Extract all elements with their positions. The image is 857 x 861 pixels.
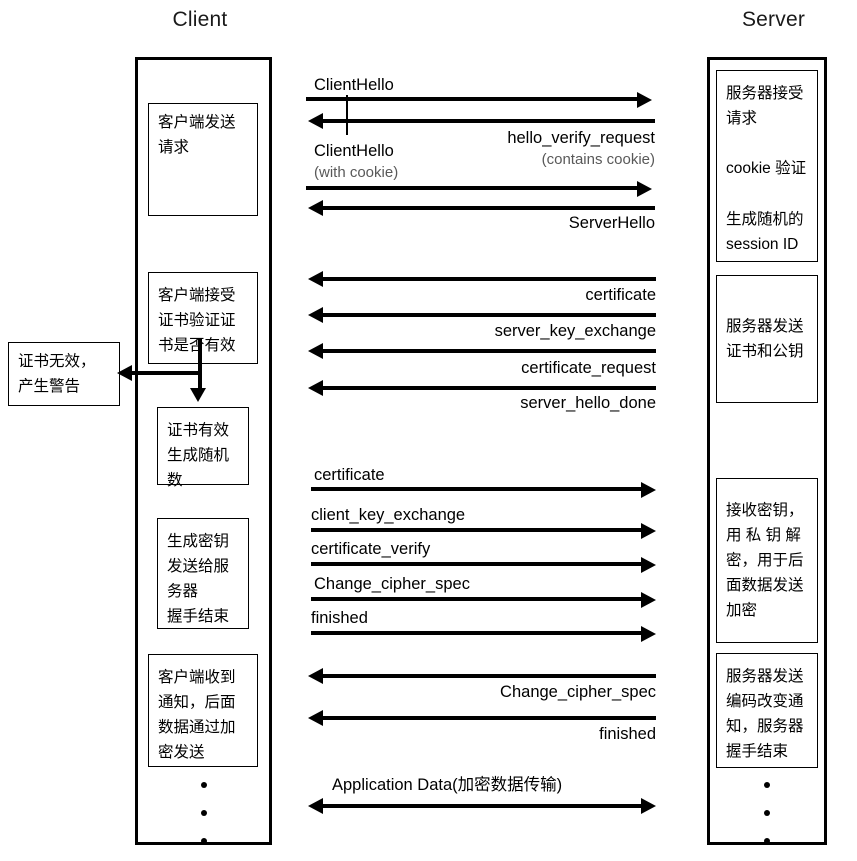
dot — [200, 810, 207, 816]
msg-arrow-certificate-s — [322, 277, 656, 281]
msg-label-certificate-s: certificate — [585, 286, 656, 304]
arrowhead-right-icon — [637, 92, 652, 108]
msg-label-change-cipher-spec-s: Change_cipher_spec — [500, 683, 656, 701]
arrowhead-right-icon — [637, 181, 652, 197]
msg-arrow-change-cipher-spec-c — [311, 597, 645, 601]
msg-label-certificate-verify: certificate_verify — [311, 540, 431, 558]
arrowhead-right-icon — [641, 626, 656, 642]
msg-label-serverhello: ServerHello — [568, 214, 655, 232]
msg-label-server-hello-done: server_hello_done — [520, 394, 656, 412]
client-box-received-notice: 客户端收到 通知，后面 数据通过加 密发送 — [148, 654, 258, 767]
msg-arrow-hello-verify-request — [322, 119, 655, 123]
msg-label-certificate-c: certificate — [314, 466, 385, 484]
msg-label-client-key-exchange: client_key_exchange — [311, 506, 466, 524]
client-box-cert-invalid-alert: 证书无效， 产生警告 — [8, 342, 120, 406]
msg-arrow-change-cipher-spec-s — [322, 674, 656, 678]
server-box-accept-request: 服务器接受 请求 cookie 验证 生成随机的 session ID — [716, 70, 818, 262]
msg-arrow-application-data — [322, 804, 644, 808]
server-box-send-cert: 服务器发送 证书和公钥 — [716, 275, 818, 403]
arrowhead-left-icon — [308, 710, 323, 726]
arrowhead-right-icon — [641, 482, 656, 498]
client-box-cert-valid: 证书有效 生成随机 数 — [157, 407, 249, 489]
client-box-send-request: 客户端发送 请求 — [148, 103, 258, 216]
msg-arrow-server-hello-done — [322, 386, 656, 390]
dot — [200, 838, 207, 844]
arrowhead-left-icon — [308, 200, 323, 216]
client-box-gen-key: 生成密钥 发送给服 务器 握手结束 — [157, 518, 249, 629]
client-continuation-dots — [135, 782, 272, 844]
msg-arrow-certificate-verify — [311, 562, 645, 566]
dot — [200, 782, 207, 788]
msg-arrow-certificate-c — [311, 487, 645, 491]
cert-invalid-arrowhead-icon — [117, 365, 132, 381]
dot — [764, 838, 770, 844]
arrowhead-right-icon — [641, 592, 656, 608]
msg-arrow-clienthello-1 — [306, 97, 642, 101]
msg-label-finished-s: finished — [599, 725, 656, 743]
server-continuation-dots — [707, 782, 827, 844]
msg-sublabel-clienthello-2: (with cookie) — [314, 164, 399, 181]
msg-arrow-certificate-request — [322, 349, 656, 353]
arrowhead-left-icon — [308, 380, 323, 396]
msg-label-clienthello-1: ClientHello — [314, 76, 394, 94]
cert-valid-arrowhead-icon — [190, 388, 206, 402]
server-box-change-cipher: 服务器发送 编码改变通 知，服务器 握手结束 — [716, 653, 818, 768]
arrowhead-right-icon — [641, 557, 656, 573]
msg-sublabel-hello-verify-request: (contains cookie) — [541, 151, 655, 168]
cert-invalid-arrow-line — [130, 371, 200, 375]
msg-label-certificate-request: certificate_request — [521, 359, 656, 377]
arrowhead-left-icon — [308, 798, 323, 814]
msg-arrow-serverhello — [322, 206, 655, 210]
msg-label-hello-verify-request: hello_verify_request — [507, 129, 655, 147]
msg-arrow-finished-c — [311, 631, 645, 635]
msg-label-application-data: Application Data(加密数据传输) — [332, 776, 563, 794]
msg-label-change-cipher-spec-c: Change_cipher_spec — [314, 575, 470, 593]
server-box-recv-key: 接收密钥， 用 私 钥 解 密，用于后 面数据发送 加密 — [716, 478, 818, 643]
client-box-verify-cert: 客户端接受 证书验证证 书是否有效 — [148, 272, 258, 364]
arrowhead-left-icon — [308, 113, 323, 129]
msg-label-finished-c: finished — [311, 609, 368, 627]
arrowhead-left-icon — [308, 343, 323, 359]
msg-arrow-client-key-exchange — [311, 528, 645, 532]
msg-arrow-clienthello-2 — [306, 186, 642, 190]
arrowhead-left-icon — [308, 307, 323, 323]
arrowhead-left-icon — [308, 668, 323, 684]
msg-label-server-key-exchange: server_key_exchange — [494, 322, 656, 340]
msg-arrow-finished-s — [322, 716, 656, 720]
arrowhead-left-icon — [308, 271, 323, 287]
arrowhead-right-icon — [641, 523, 656, 539]
msg-arrow-server-key-exchange — [322, 313, 656, 317]
msg-label-clienthello-2: ClientHello — [314, 142, 394, 160]
server-column-title: Server — [741, 8, 806, 31]
arrowhead-right-icon — [641, 798, 656, 814]
cert-valid-flow-stem — [198, 338, 202, 390]
clienthello-timeout-tick — [346, 95, 348, 135]
dot — [764, 782, 770, 788]
dot — [764, 810, 770, 816]
client-column-title: Client — [172, 8, 228, 31]
